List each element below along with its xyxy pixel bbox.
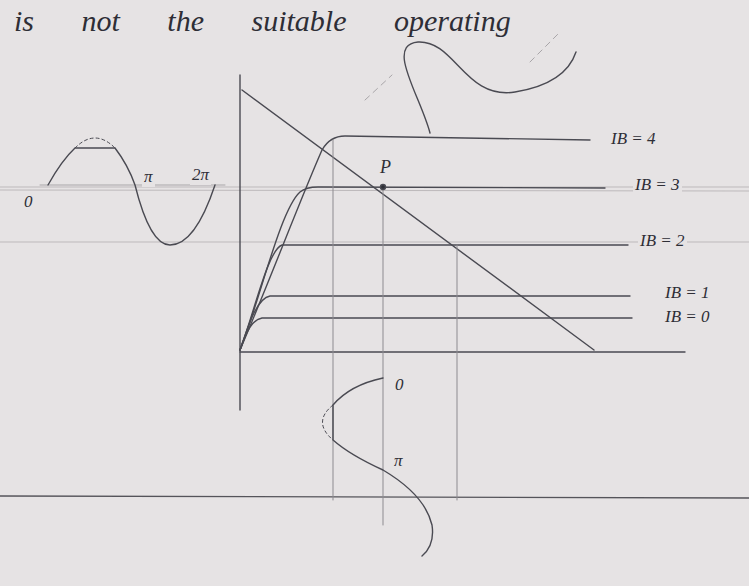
axis-origin: 0: [22, 193, 35, 212]
curve-label: IB = 4: [609, 130, 658, 149]
curve-label: IB = 2: [638, 232, 687, 251]
load-line: [242, 90, 594, 350]
pencil-mark: [530, 32, 560, 62]
projection-line: [333, 140, 334, 500]
projection-line: [457, 245, 458, 500]
curve-label: IB = 3: [633, 176, 682, 195]
phase-mark: π: [142, 168, 155, 187]
curve-label: IB = 0: [663, 308, 712, 327]
clipped-wave: [48, 148, 215, 245]
operating-point: [381, 185, 386, 190]
clipped-peak: [75, 138, 115, 148]
ib-curve: [240, 245, 628, 350]
clipped-peak: [323, 405, 334, 440]
pencil-mark: [365, 75, 392, 100]
squiggle: [404, 42, 576, 133]
x-axis: [240, 351, 685, 352]
axis-origin: 0: [393, 376, 406, 395]
ruled-line: [0, 496, 749, 498]
phase-mark: π: [392, 452, 405, 471]
ruled-line: [0, 242, 749, 243]
clipped-wave: [333, 378, 433, 556]
curve-label: IB = 1: [663, 284, 712, 303]
phase-mark: 2π: [190, 166, 211, 185]
projection-line: [383, 187, 384, 525]
point-label: P: [378, 158, 393, 178]
ib-curve: [240, 187, 605, 350]
y-axis: [239, 75, 240, 410]
handwritten-note: is not the suitable operating: [12, 4, 513, 37]
ib-curve: [240, 296, 630, 350]
ib-curve: [240, 318, 632, 350]
